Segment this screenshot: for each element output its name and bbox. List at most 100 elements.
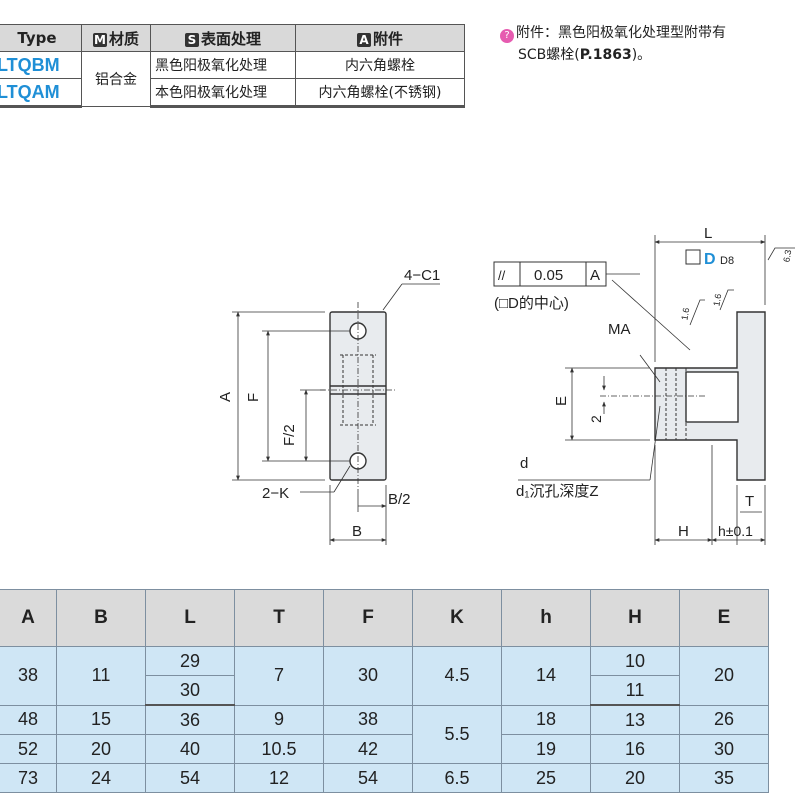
dim-cell-F: 30 (323, 646, 413, 706)
dim-cell-E: 35 (679, 763, 769, 793)
spec-surface-cell: 本色阳极氧化处理 (150, 78, 296, 108)
dim-header-row: A B L T F K h H E (0, 589, 769, 647)
spec-surface-cell: 黑色阳极氧化处理 (150, 51, 296, 79)
side-dim-H: H (678, 523, 689, 540)
dim-cell-A: 48 (0, 704, 57, 735)
dim-cell-T: 9 (234, 704, 324, 735)
spec-material-cell: 铝合金 (81, 51, 151, 107)
dim-cell-A: 52 (0, 734, 57, 764)
side-dim-h-tol: h±0.1 (718, 523, 753, 539)
dim-cell-K: 5.5 (412, 704, 502, 764)
dim-cell-E: 20 (679, 646, 769, 706)
spec-type-cell: LTQBM (0, 51, 82, 79)
spec-row: LTQBM 铝合金 黑色阳极氧化处理 内六角螺栓 (0, 51, 465, 107)
side-label-MA: MA (608, 321, 631, 338)
tolerance-value: 0.05 (534, 267, 563, 284)
spec-accessory-cell: 内六角螺栓 (295, 51, 465, 79)
spec-row: LTQAM 本色阳极氧化处理 内六角螺栓(不锈钢) (0, 78, 465, 108)
accessory-letter-icon: A (356, 32, 371, 47)
front-chamfer-label: 4−C1 (404, 267, 440, 284)
note-text-1: 附件：黑色阳极氧化处理型附带有 (516, 25, 726, 41)
dim-cell-B: 15 (56, 704, 146, 735)
material-letter-icon: M (92, 32, 107, 47)
dim-cell-H: 10 (590, 646, 680, 676)
dim-header-F: F (323, 589, 413, 647)
accessory-note: ?附件：黑色阳极氧化处理型附带有 SCB螺栓(P.1863)。 (500, 22, 726, 66)
spec-header-material-label: 材质 (108, 29, 139, 48)
note-icon: ? (500, 29, 514, 43)
side-dim-D-tol: D8 (720, 255, 734, 267)
dim-cell-B: 11 (56, 646, 146, 706)
dim-cell-B: 20 (56, 734, 146, 764)
dim-cell-F: 38 (323, 704, 413, 735)
note-text-2a: SCB螺栓( (518, 47, 580, 63)
dim-cell-A: 38 (0, 646, 57, 706)
dim-cell-E: 26 (679, 704, 769, 735)
dim-header-h: h (501, 589, 591, 647)
front-dim-B: B (352, 523, 362, 540)
dim-header-T: T (234, 589, 324, 647)
dim-cell-H: 13 (590, 704, 680, 735)
side-dim-E: E (553, 396, 570, 406)
dim-cell-K: 6.5 (412, 763, 502, 793)
d-square-box (685, 249, 701, 265)
technical-drawing: 4−C1 A F F/2 2−K B B/2 (217, 225, 795, 545)
surface-letter-icon: S (184, 32, 199, 47)
dim-cell-L: 54 (145, 763, 235, 793)
dim-cell-K: 4.5 (412, 646, 502, 706)
dim-cell-h: 14 (501, 646, 591, 706)
note-text-2b: )。 (631, 47, 652, 63)
dimension-table: A B L T F K h H E 38 11 29 7 30 4.5 14 1… (0, 589, 769, 793)
side-dim-2: 2 (588, 415, 604, 423)
dim-cell-h: 18 (501, 704, 591, 735)
roughness-1: 1.6 (679, 307, 691, 321)
dim-header-K: K (412, 589, 502, 647)
dim-cell-E: 30 (679, 734, 769, 764)
spec-type-cell: LTQAM (0, 78, 82, 108)
spec-header-type: Type (0, 24, 82, 52)
dim-header-B: B (56, 589, 146, 647)
tolerance-datum: A (590, 267, 600, 284)
note-line-1: ?附件：黑色阳极氧化处理型附带有 (500, 22, 726, 44)
dim-cell-B: 24 (56, 763, 146, 793)
side-label-d: d (520, 455, 528, 472)
dim-cell-F: 42 (323, 734, 413, 764)
dim-cell-L: 29 (145, 646, 235, 676)
dim-cell-T: 7 (234, 646, 324, 706)
center-note: (□D的中心) (494, 295, 569, 312)
note-page-ref: P.1863 (579, 47, 632, 63)
dim-row: 38 11 29 7 30 4.5 14 10 20 (0, 646, 769, 706)
dim-cell-L: 30 (145, 675, 235, 706)
dim-cell-T: 12 (234, 763, 324, 793)
side-dim-L: L (704, 225, 712, 242)
side-counterbore-label: d₁沉孔深度Z (516, 483, 599, 500)
front-view (232, 283, 440, 545)
front-dim-F: F (245, 393, 262, 402)
roughness-3: 6.3 (781, 249, 793, 263)
side-dim-T: T (745, 493, 754, 510)
dim-row: 52 20 40 10.5 42 19 16 30 (0, 734, 769, 764)
dim-row: 73 24 54 12 54 6.5 25 20 35 (0, 763, 769, 793)
dim-cell-h: 25 (501, 763, 591, 793)
dim-header-H: H (590, 589, 680, 647)
dim-cell-L: 40 (145, 734, 235, 764)
dim-header-L: L (145, 589, 235, 647)
dim-header-A: A (0, 589, 57, 647)
front-holes-label: 2−K (262, 485, 289, 502)
front-dim-B-half: B/2 (388, 491, 411, 508)
dim-row: 30 11 (0, 675, 769, 706)
front-dim-A: A (217, 392, 234, 402)
dim-row: 48 15 36 9 38 5.5 18 13 26 (0, 704, 769, 764)
dim-cell-H: 16 (590, 734, 680, 764)
dim-cell-H: 20 (590, 763, 680, 793)
side-view (493, 235, 795, 545)
side-square-slot (685, 371, 739, 423)
dim-cell-F: 54 (323, 763, 413, 793)
front-dim-F-half: F/2 (281, 424, 298, 446)
dim-cell-T: 10.5 (234, 734, 324, 764)
